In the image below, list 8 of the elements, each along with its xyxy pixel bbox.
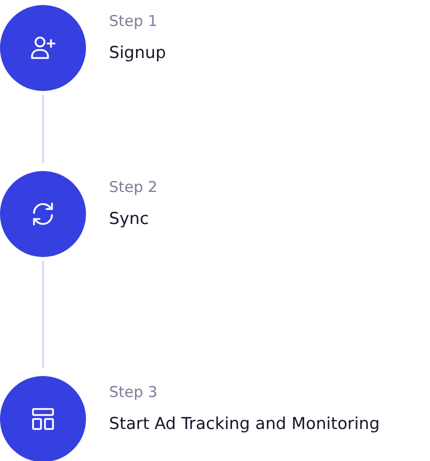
connector-line: [42, 94, 44, 164]
step-number: Step 1: [109, 12, 158, 30]
step-title: Sync: [109, 209, 149, 228]
step-number: Step 3: [109, 383, 158, 401]
step-number: Step 2: [109, 178, 158, 196]
connector-line: [42, 260, 44, 368]
step-title: Start Ad Tracking and Monitoring: [109, 414, 380, 433]
step-title: Signup: [109, 43, 166, 62]
